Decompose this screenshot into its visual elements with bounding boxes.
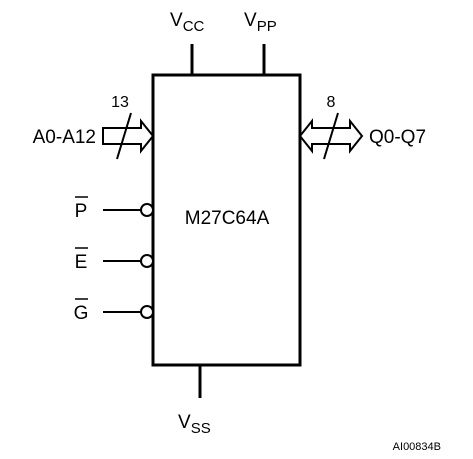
chip-body <box>151 73 302 367</box>
address-bus-width-label: 13 <box>111 94 129 111</box>
vpp-label-main: V <box>244 10 257 31</box>
chip-name-label: M27C64A <box>185 208 270 229</box>
figure-reference-code: AI00834B <box>393 441 441 453</box>
vcc-label-sub: CC <box>183 18 205 35</box>
g-pin-bubble <box>140 305 154 319</box>
vss-label-sub: SS <box>191 420 211 437</box>
vcc-label: VCC <box>170 10 205 35</box>
address-bus-width-slash <box>116 112 132 160</box>
data-bus-label: Q0-Q7 <box>369 127 426 148</box>
address-bus-label: A0-A12 <box>33 127 96 148</box>
g-pin-label: G <box>74 303 89 324</box>
p-pin-label: P <box>75 201 88 222</box>
address-bus-arrow <box>102 118 155 154</box>
data-bus-width-slash <box>323 112 339 160</box>
vpp-label: VPP <box>244 10 277 35</box>
p-pin-bubble <box>140 203 154 217</box>
vss-label-main: V <box>178 412 191 433</box>
data-bus-width-label: 8 <box>327 94 336 111</box>
vpp-label-sub: PP <box>257 18 277 35</box>
e-pin-label: E <box>75 252 88 273</box>
vcc-label-main: V <box>170 10 183 31</box>
vss-label: VSS <box>178 412 211 437</box>
e-pin-bubble <box>140 254 154 268</box>
